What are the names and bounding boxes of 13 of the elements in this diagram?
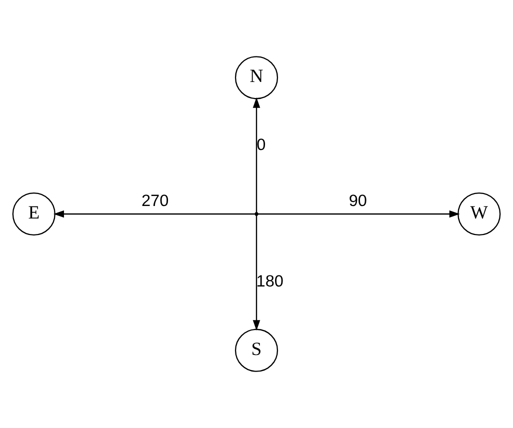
- node-point: [254, 212, 258, 216]
- node-circle: N: [234, 56, 278, 100]
- node-circle: E: [12, 192, 56, 236]
- node-circle: W: [458, 192, 501, 236]
- arrow: [252, 97, 260, 213]
- arrow: [53, 210, 255, 218]
- edge-label: 90: [348, 192, 368, 210]
- edge-label: 0: [256, 136, 266, 154]
- edge-label: 180: [256, 272, 284, 290]
- edge-label: 270: [141, 192, 169, 210]
- node-circle: S: [234, 328, 278, 372]
- arrow: [258, 210, 460, 218]
- arrow: [252, 215, 260, 331]
